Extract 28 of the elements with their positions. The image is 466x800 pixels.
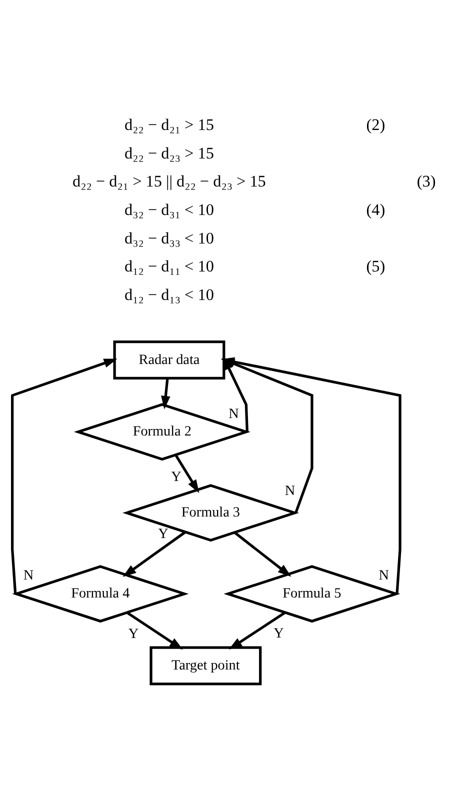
- label: (2): [366, 116, 386, 134]
- edge-label: N: [228, 406, 239, 422]
- label: d₁₂ − d₁₃ < 10: [124, 286, 214, 304]
- label: d₃₂ − d₃₁ < 10: [124, 201, 214, 220]
- node-box: Target point: [150, 646, 262, 686]
- arrow: [122, 530, 186, 577]
- edge-label: N: [378, 568, 389, 584]
- label: (5): [366, 258, 386, 276]
- arrow: [126, 612, 183, 650]
- edge-label: Y: [274, 626, 284, 642]
- label: (3): [416, 172, 436, 191]
- arrow: [234, 532, 292, 577]
- label: d₂₂ − d₂₃ > 15: [124, 144, 214, 162]
- edge-label: Y: [171, 468, 182, 485]
- node-box: Radar data: [113, 340, 226, 380]
- label: d₁₂ − d₁₁ < 10: [124, 258, 214, 276]
- label: d₂₂ − d₂₁ > 15: [124, 116, 214, 134]
- arrow: [11, 358, 118, 594]
- label: (4): [366, 201, 386, 220]
- arrow: [174, 454, 200, 494]
- label: d₂₂ − d₂₁ > 15 || d₂₂ − d₂₃ > 15: [72, 172, 266, 191]
- edge-label: N: [23, 568, 34, 584]
- label: d₃₂ − d₃₃ < 10: [124, 229, 214, 248]
- edge-label: Y: [128, 626, 139, 642]
- arrow: [161, 378, 170, 410]
- arrow: [228, 611, 286, 650]
- edge-label: Y: [158, 526, 168, 542]
- edge-label: N: [284, 483, 296, 500]
